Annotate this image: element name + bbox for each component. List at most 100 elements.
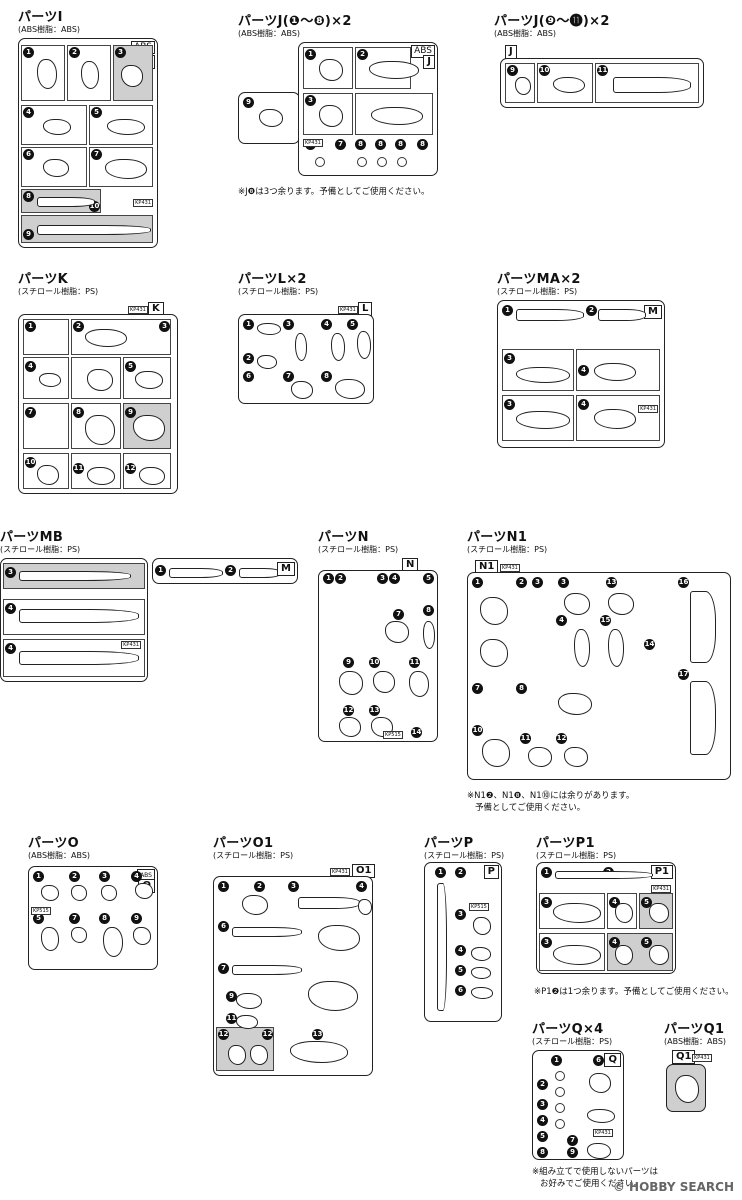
part-number-badge: 5 — [423, 573, 434, 584]
plastic-part — [649, 945, 669, 965]
part-number-badge: 4 — [455, 945, 466, 956]
part-number-badge: 4 — [5, 643, 16, 654]
plastic-part — [135, 371, 163, 389]
part-number-badge: 2 — [357, 49, 368, 60]
runner-K: 1 2 3 4 5 7 8 9 10 11 12 — [18, 314, 178, 494]
part-number-badge: 4 — [321, 319, 332, 330]
part-number-badge: 1 — [502, 305, 513, 316]
plastic-part — [482, 739, 510, 767]
part-number-badge: 4 — [356, 881, 367, 892]
plastic-part — [257, 323, 281, 335]
runner-J2: 9 10 11 — [500, 58, 704, 108]
plastic-part — [471, 947, 491, 961]
runner-cell — [607, 893, 637, 929]
plastic-part — [564, 747, 588, 767]
sub-K: (スチロール樹脂：PS) — [18, 287, 99, 296]
plastic-part — [308, 981, 358, 1011]
title-O1: パーツO1 — [213, 836, 274, 851]
runner-I: ABS I 1 2 3 4 5 6 7 8 10 9 KP431 — [18, 38, 158, 248]
part-number-badge: 4 — [609, 897, 620, 908]
plastic-part — [37, 59, 57, 89]
plastic-part — [259, 109, 283, 127]
runner-code: KP431 — [500, 564, 520, 572]
part-number-badge: 4 — [131, 871, 142, 882]
plastic-part — [574, 629, 590, 667]
part-number-badge: 1 — [243, 319, 254, 330]
plastic-part — [290, 1041, 348, 1063]
sub-P: (スチロール樹脂：PS) — [424, 851, 505, 860]
part-number-badge: 2 — [455, 867, 466, 878]
plastic-part — [373, 671, 395, 693]
part-number-badge: 3 — [159, 321, 170, 332]
part-number-badge: 7 — [335, 139, 346, 150]
runner-code: KP515 — [469, 903, 489, 911]
plastic-part — [103, 927, 123, 957]
part-number-badge: 11 — [226, 1013, 237, 1024]
plastic-part — [257, 355, 277, 369]
title-J2: パーツJ(❾〜⓫)×2 — [494, 14, 610, 29]
plastic-part — [528, 747, 552, 767]
plastic-part — [19, 609, 139, 623]
runner-cell — [123, 357, 171, 399]
runner-letter: M — [277, 562, 295, 576]
sub-I: (ABS樹脂：ABS) — [18, 25, 81, 34]
part-number-badge: 3 — [537, 1099, 548, 1110]
part-number-badge: 6 — [455, 985, 466, 996]
runner-Q: Q 1 6 2 3 4 5 7 8 9 KP431 — [532, 1050, 624, 1160]
part-number-badge: 10 — [25, 457, 36, 468]
runner-cell — [67, 45, 111, 101]
title-J1: パーツJ(❶〜❽)×2 — [238, 14, 352, 29]
part-number-badge: 10 — [472, 725, 483, 736]
part-number-badge: 5 — [641, 937, 652, 948]
title-I: パーツI — [18, 10, 63, 25]
runner-code: KP431 — [133, 199, 153, 207]
plastic-part — [515, 77, 531, 95]
part-number-badge: 6 — [23, 149, 34, 160]
sub-Q1: (ABS樹脂：ABS) — [664, 1037, 727, 1046]
sub-O1: (スチロール樹脂：PS) — [213, 851, 294, 860]
part-number-badge: 3 — [541, 897, 552, 908]
plastic-part — [587, 1109, 615, 1123]
letter-K: K — [148, 302, 164, 316]
plastic-part — [37, 225, 151, 235]
part-number-badge: 2 — [516, 577, 527, 588]
part-number-badge: 8 — [395, 139, 406, 150]
runner-N1: 1 2 3 3 13 16 4 15 5 14 17 7 8 10 11 12 — [467, 572, 731, 780]
part-number-badge: 4 — [25, 361, 36, 372]
plastic-part — [133, 415, 165, 441]
part-number-badge: 17 — [678, 669, 689, 680]
part-number-badge: 15 — [600, 615, 611, 626]
runner-gate — [555, 1071, 565, 1081]
part-number-badge: 2 — [225, 565, 236, 576]
plastic-part — [608, 629, 624, 667]
runner-gate — [357, 157, 367, 167]
runner-cell — [303, 47, 353, 89]
plastic-part — [357, 331, 371, 359]
runner-cell — [23, 357, 69, 399]
plastic-part — [516, 411, 570, 429]
title-Q: パーツQ×4 — [532, 1022, 604, 1037]
part-number-badge: 4 — [5, 603, 16, 614]
runner-letter: P — [483, 865, 499, 879]
part-number-badge: 9 — [23, 229, 34, 240]
plastic-part — [480, 639, 508, 667]
part-number-badge: 13 — [606, 577, 617, 588]
runner-cell — [71, 403, 121, 449]
plastic-part — [250, 1045, 268, 1065]
part-number-badge: 3 — [455, 909, 466, 920]
title-O: パーツO — [28, 836, 79, 851]
title-Q1: パーツQ1 — [664, 1022, 725, 1037]
runner-MB-right: 1 2 M — [152, 558, 298, 584]
part-number-badge: 3 — [532, 577, 543, 588]
plastic-part — [169, 568, 223, 578]
title-L: パーツL×2 — [238, 272, 307, 287]
runner-gate — [377, 157, 387, 167]
plastic-part — [690, 591, 716, 663]
part-number-badge: 1 — [218, 881, 229, 892]
plastic-part — [331, 333, 345, 361]
part-number-badge: 1 — [323, 573, 334, 584]
plastic-part — [594, 363, 636, 381]
runner-code: KP431 — [330, 868, 350, 876]
runner-MB-left: 3 4 4 KP431 — [0, 558, 148, 682]
part-number-badge: 2 — [69, 871, 80, 882]
